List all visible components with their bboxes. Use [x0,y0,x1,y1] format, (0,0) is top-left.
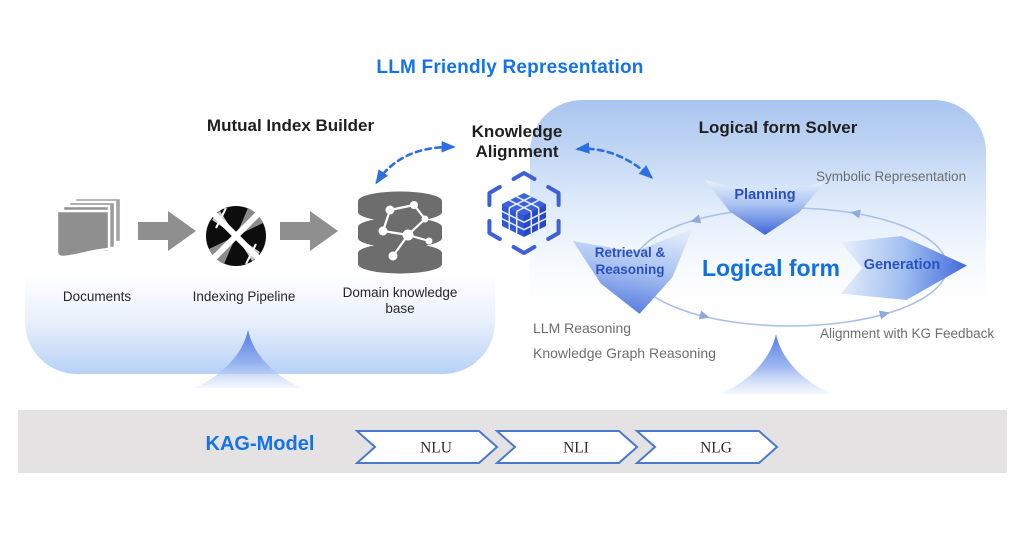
logical-form-center-label: Logical form [701,255,840,281]
chevron-nlg [634,430,779,464]
generation-label: Generation [863,257,941,273]
stage-nlu-label: NLU [420,440,452,457]
retrieval-reasoning-label: Retrieval & Reasoning [594,245,666,277]
generation-shape [841,236,967,300]
chevron-nlu [355,430,499,464]
stage-nli-label: NLI [563,440,589,457]
llm-reasoning-label: LLM Reasoning [533,320,632,336]
kag-model-stages-chevrons: NLU NLI NLG [355,430,779,464]
symbolic-representation-label: Symbolic Representation [816,169,967,184]
stage-nlg-label: NLG [700,440,732,457]
documents-icon [55,196,123,259]
indexing-pipeline-label: Indexing Pipeline [192,289,296,304]
alignment-kg-feedback-label: Alignment with KG Feedback [820,326,995,341]
mutual-index-builder-title: Mutual Index Builder [206,116,375,135]
page-title: LLM Friendly Representation [376,57,644,78]
domain-knowledge-base-icon [358,191,442,274]
planning-label: Planning [734,187,796,203]
kag-model-label: KAG-Model [205,433,315,455]
hexagon-cube-icon [487,171,561,255]
domain-knowledge-base-label: Domain knowledge base [342,285,458,316]
planning-shape [705,180,825,235]
arrow-right-icon [280,211,338,251]
chevron-nli [494,430,639,464]
arrow-right-icon [138,211,196,251]
logical-form-solver-title: Logical form Solver [698,118,858,137]
documents-label: Documents [62,289,132,304]
knowledge-alignment-title: Knowledge Alignment [471,122,563,161]
beam-triangle-right [720,334,832,394]
knowledge-graph-reasoning-label: Knowledge Graph Reasoning [533,345,716,361]
indexing-pipeline-icon [206,206,266,266]
beam-triangle-left [194,330,302,388]
